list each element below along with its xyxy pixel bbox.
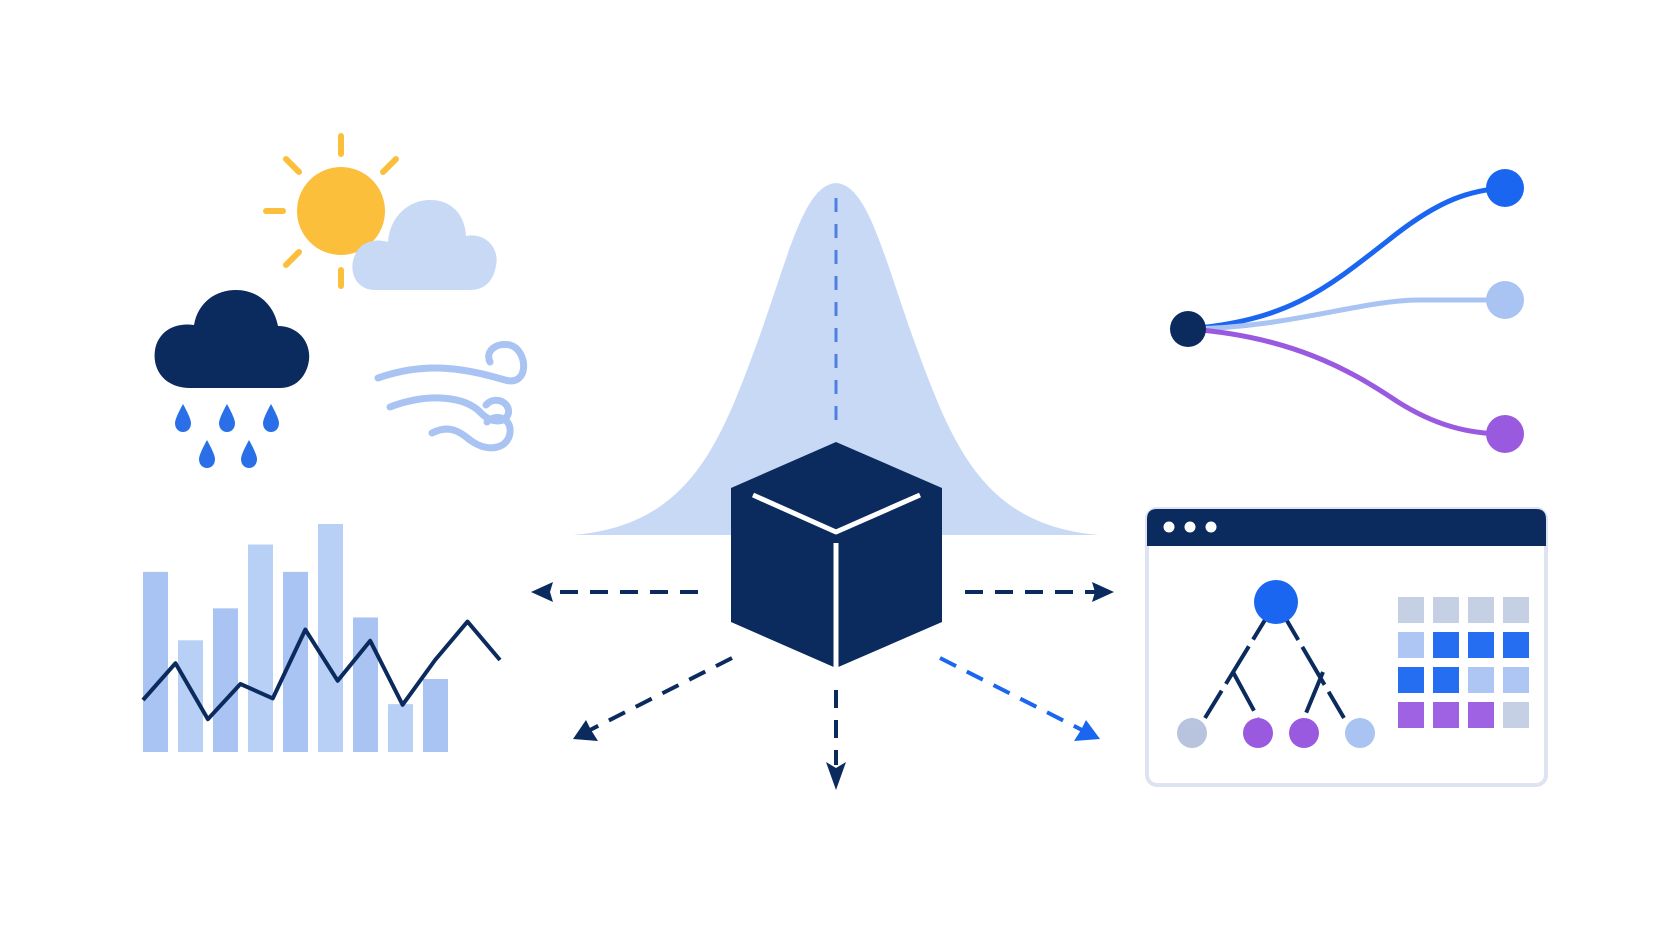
chart-bar (248, 544, 273, 752)
grid-cell (1398, 702, 1424, 728)
grid-cell (1433, 632, 1459, 658)
chart-bar (353, 617, 378, 752)
chart-bar (318, 524, 343, 752)
sun-icon (263, 133, 399, 289)
grid-cell (1398, 667, 1424, 693)
chart-bar (388, 704, 413, 752)
grid-cell (1433, 667, 1459, 693)
chart-line (141, 619, 502, 722)
grid-cell (1468, 632, 1494, 658)
tree-diagram-icon (1177, 580, 1375, 748)
bell-curve-icon (573, 183, 1099, 535)
branching-paths-icon (1170, 169, 1524, 453)
grid-cell (1468, 667, 1494, 693)
window-dot-icon (1163, 521, 1175, 533)
arrow-left (531, 582, 698, 602)
wind-icon (374, 340, 528, 452)
chart-bar (213, 608, 238, 752)
cube-icon (731, 442, 942, 668)
grid-cell (1398, 632, 1424, 658)
grid-cell (1468, 597, 1494, 623)
window-dot-icon (1184, 521, 1196, 533)
grid-cell (1433, 597, 1459, 623)
arrow-down (826, 690, 846, 790)
chart-bar (423, 679, 448, 752)
grid-cell (1503, 632, 1529, 658)
chart-bar (283, 571, 308, 752)
branch-end-node (1486, 281, 1524, 319)
grid-cell (1433, 702, 1459, 728)
grid-cell (1468, 702, 1494, 728)
color-grid-icon (1398, 597, 1529, 728)
branch-end-node (1486, 415, 1524, 453)
grid-cell (1503, 597, 1529, 623)
arrow-down-left (573, 656, 733, 741)
arrow-down-right (939, 656, 1100, 741)
arrow-right (965, 582, 1114, 602)
cloud-icon (352, 200, 497, 290)
grid-cell (1503, 702, 1529, 728)
grid-cell (1503, 667, 1529, 693)
chart-bar (143, 571, 168, 752)
app-window-icon (1145, 507, 1548, 787)
bar-line-chart-icon (141, 524, 502, 752)
window-title-bar (1147, 509, 1546, 546)
grid-cell (1398, 597, 1424, 623)
chart-bar (178, 640, 203, 752)
branch-end-node (1486, 169, 1524, 207)
window-dot-icon (1205, 521, 1217, 533)
branch-origin-node (1170, 311, 1206, 347)
rain-cloud-icon (154, 290, 310, 468)
